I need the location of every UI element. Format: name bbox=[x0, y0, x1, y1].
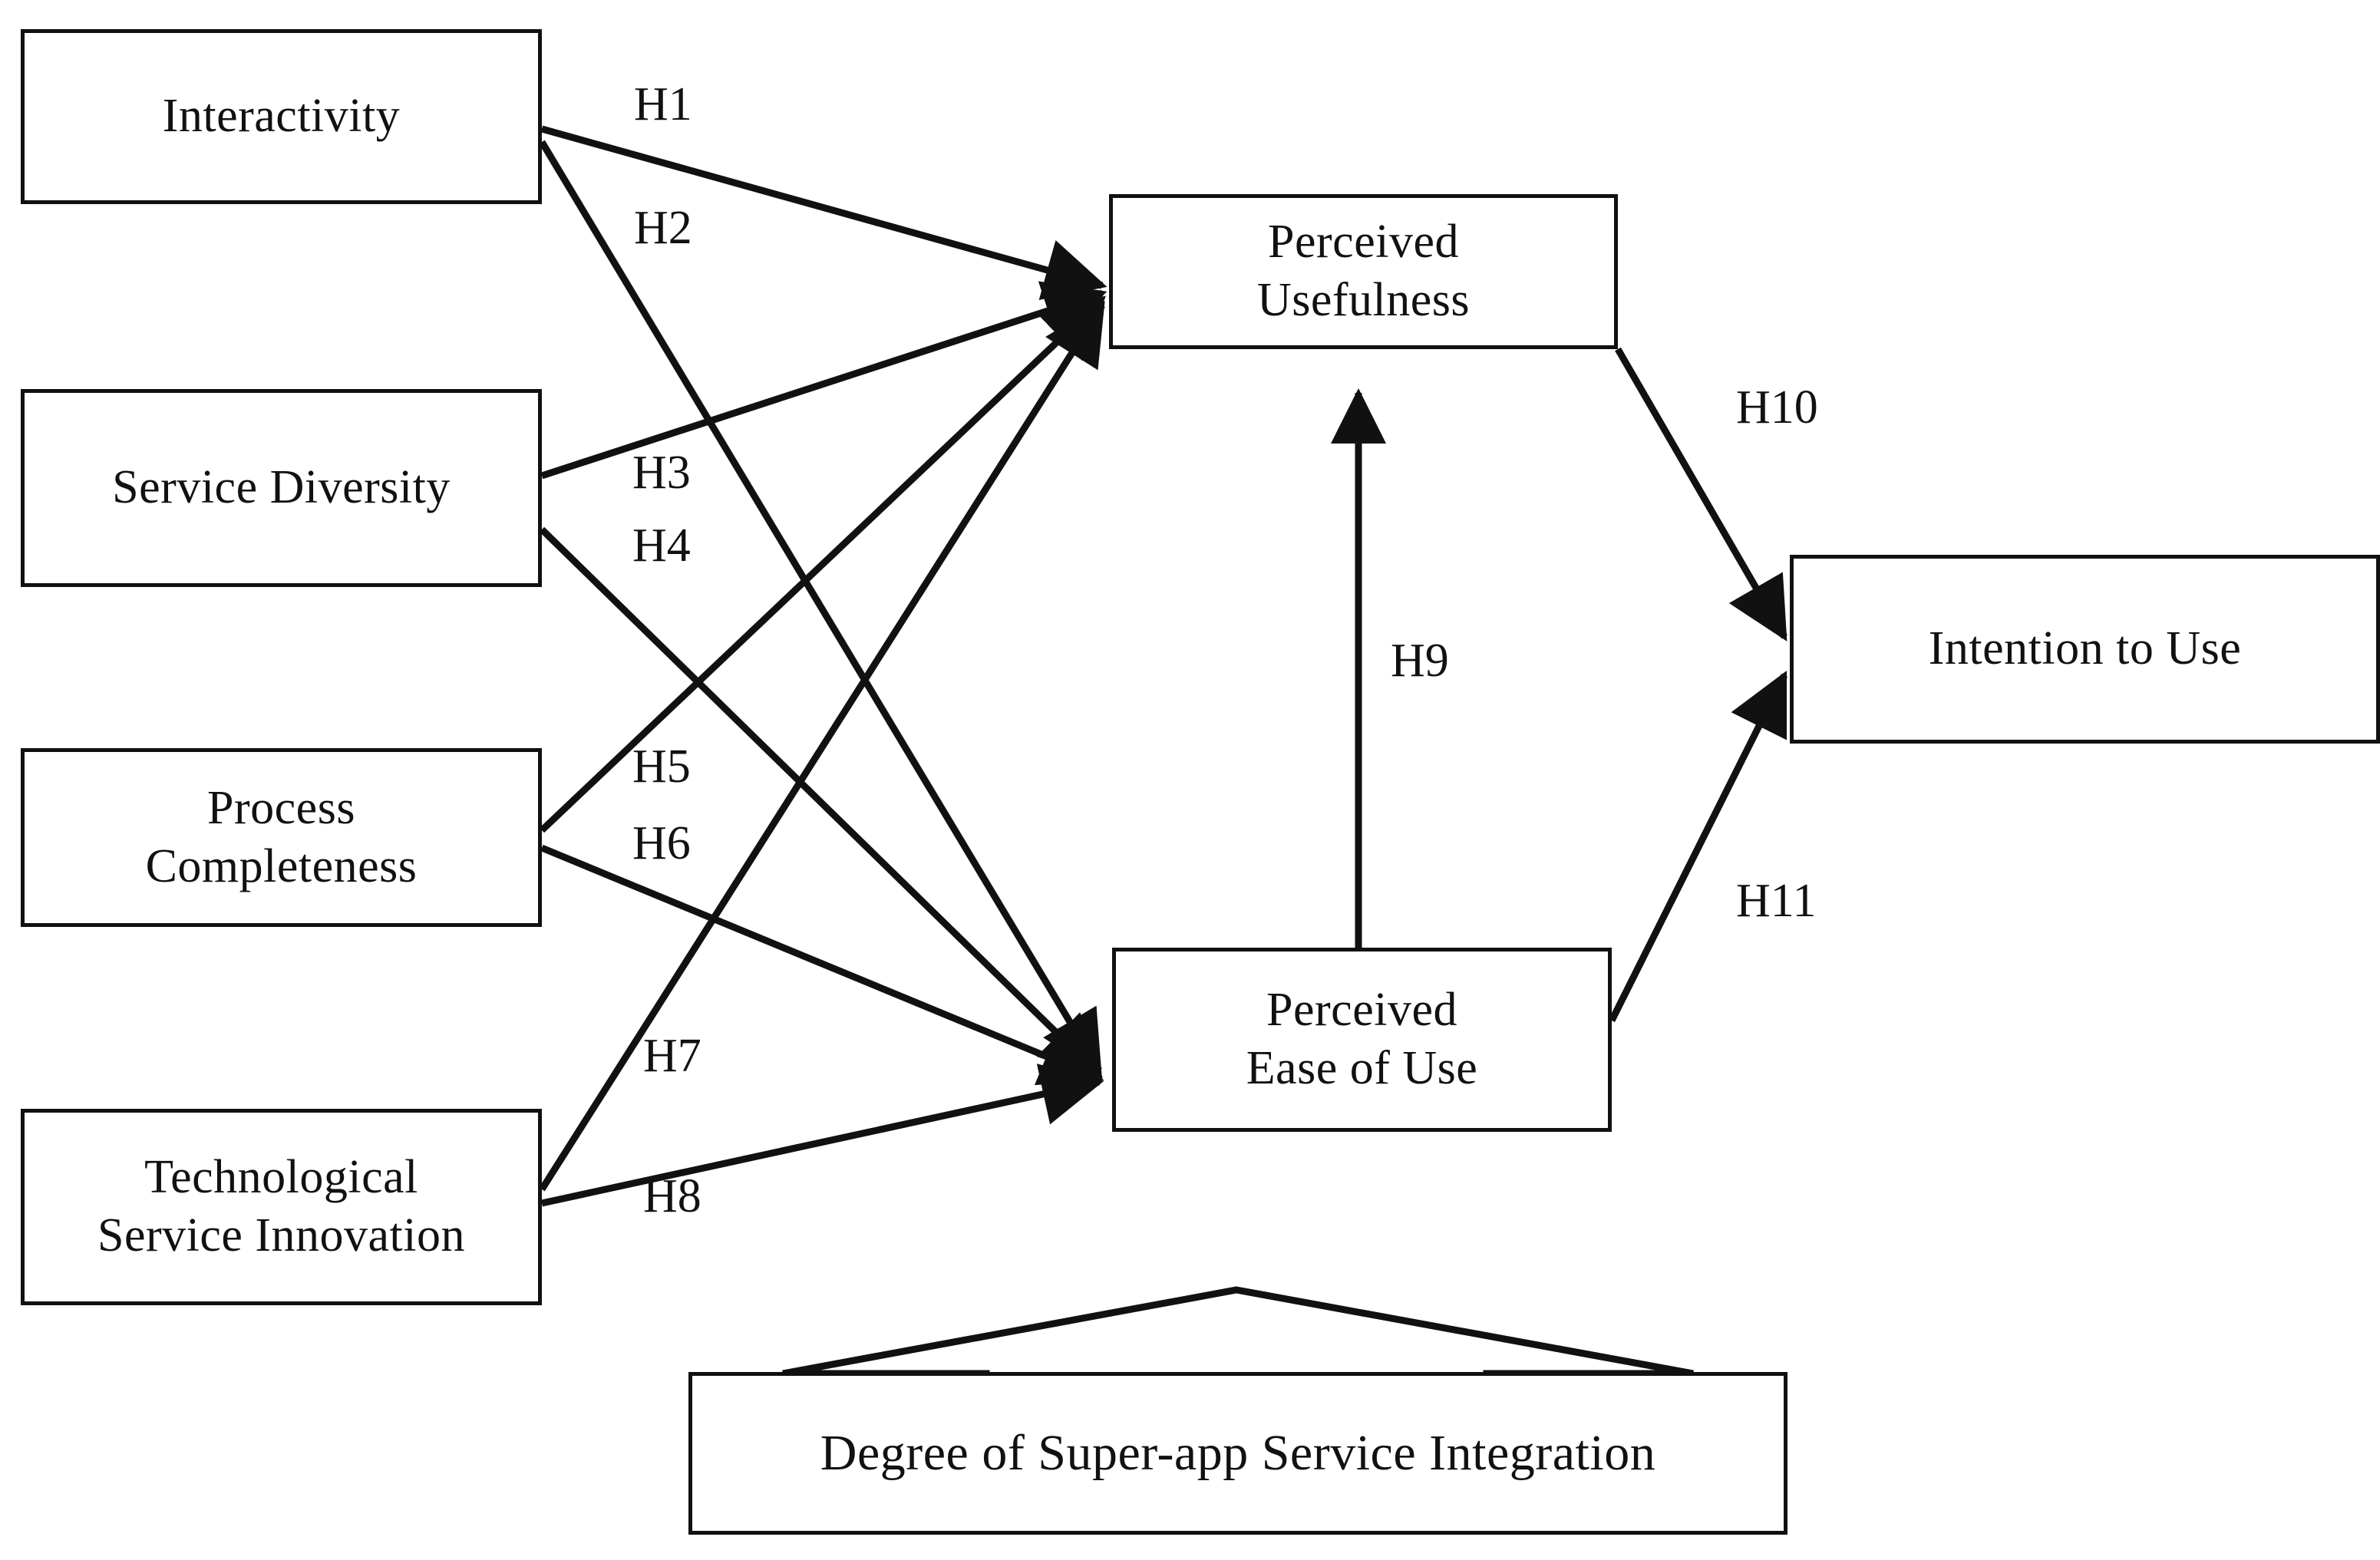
path-h3 bbox=[540, 281, 1107, 480]
path-h8 bbox=[541, 1064, 1104, 1207]
node-process-completeness-label: Process Completeness bbox=[145, 781, 418, 892]
hypothesis-label-h6: H6 bbox=[632, 817, 691, 869]
path-h6 bbox=[540, 844, 1104, 1086]
path-h7 bbox=[539, 301, 1105, 1192]
node-moderator-label: Degree of Super-app Service Integration bbox=[820, 1424, 1656, 1481]
path-h11 bbox=[1608, 670, 1788, 1023]
node-interactivity-label: Interactivity bbox=[162, 90, 401, 143]
node-technological-service-innovation[interactable]: Technological Service Innovation bbox=[21, 1109, 542, 1305]
node-perceived-ease-of-use-label: Perceived Ease of Use bbox=[1246, 984, 1478, 1094]
node-intention-to-use[interactable]: Intention to Use bbox=[1790, 555, 2380, 744]
hypothesis-label-h5: H5 bbox=[632, 740, 691, 793]
path-h1 bbox=[540, 125, 1107, 301]
hypothesis-label-h7: H7 bbox=[643, 1030, 701, 1082]
node-process-completeness[interactable]: Process Completeness bbox=[21, 748, 542, 927]
hypothesis-label-h2: H2 bbox=[634, 202, 692, 254]
path-h2 bbox=[539, 140, 1102, 1075]
hypothesis-label-h4: H4 bbox=[632, 519, 691, 572]
hypothesis-label-h1: H1 bbox=[634, 78, 692, 130]
node-perceived-ease-of-use[interactable]: Perceived Ease of Use bbox=[1112, 948, 1612, 1132]
node-interactivity[interactable]: Interactivity bbox=[21, 29, 542, 204]
node-perceived-usefulness[interactable]: Perceived Usefulness bbox=[1109, 194, 1618, 349]
node-degree-of-super-app-service-integration[interactable]: Degree of Super-app Service Integration bbox=[688, 1372, 1787, 1535]
node-technological-service-innovation-label: Technological Service Innovation bbox=[97, 1151, 466, 1262]
hypothesis-label-h8: H8 bbox=[643, 1170, 701, 1222]
hypothesis-label-h11: H11 bbox=[1736, 875, 1817, 927]
hypothesis-label-h9: H9 bbox=[1391, 635, 1449, 687]
node-intention-to-use-label: Intention to Use bbox=[1928, 622, 2242, 675]
path-h4 bbox=[539, 526, 1103, 1078]
node-service-diversity-label: Service Diversity bbox=[112, 461, 451, 514]
node-perceived-usefulness-label: Perceived Usefulness bbox=[1256, 216, 1471, 326]
hypothesis-label-h10: H10 bbox=[1736, 381, 1818, 434]
hypothesis-label-h3: H3 bbox=[632, 447, 691, 499]
path-h5 bbox=[539, 295, 1106, 833]
node-service-diversity[interactable]: Service Diversity bbox=[21, 389, 542, 587]
path-h10 bbox=[1615, 347, 1787, 641]
